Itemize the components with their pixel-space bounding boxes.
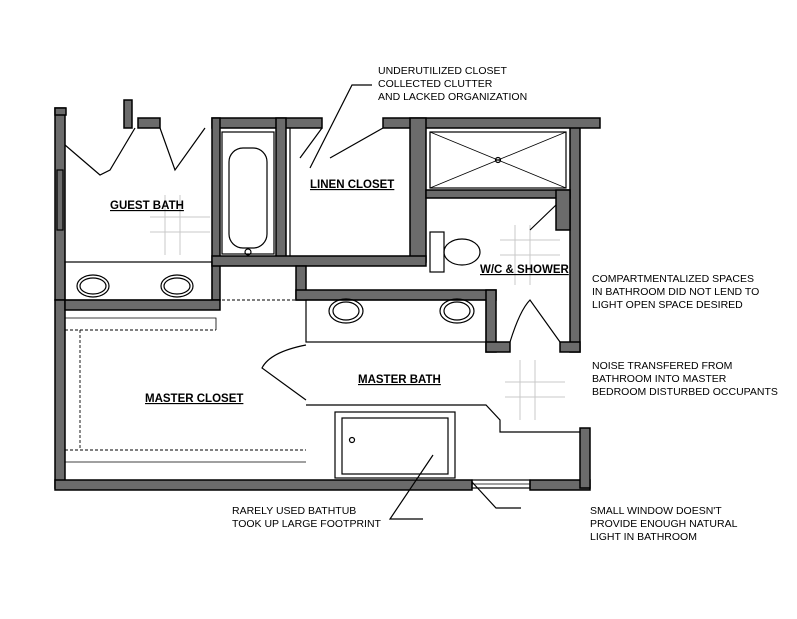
note-window-line-1: SMALL WINDOW DOESN'T [590,505,722,517]
note-compartment-line-1: COMPARTMENTALIZED SPACES [592,273,754,285]
note-window-line-2: PROVIDE ENOUGH NATURAL [590,518,738,530]
note-compartment-line-3: LIGHT OPEN SPACE DESIRED [592,299,743,311]
room-label-wc-shower: W/C & SHOWER [480,264,569,276]
note-closet-line-1: UNDERUTILIZED CLOSET [378,65,508,77]
annotation-leaders [309,84,521,520]
linen-closet-doors [289,127,384,256]
shower [429,131,567,273]
note-noise-line-3: BEDROOM DISTURBED OCCUPANTS [592,386,778,398]
note-compartment-line-2: IN BATHROOM DID NOT LEND TO [592,286,759,298]
note-bathtub-line-2: TOOK UP LARGE FOOTPRINT [232,518,382,530]
exterior-walls [54,99,601,491]
note-window-line-3: LIGHT IN BATHROOM [590,531,697,543]
room-label-linen-closet: LINEN CLOSET [310,179,394,191]
interior-walls [64,117,581,353]
note-noise-line-1: NOISE TRANSFERED FROM [592,360,732,372]
note-closet-line-3: AND LACKED ORGANIZATION [378,91,527,103]
annotation-notes: UNDERUTILIZED CLOSET COLLECTED CLUTTER A… [232,65,778,543]
master-bath-fixtures [261,298,580,479]
floor-tile-marks [150,195,565,420]
closet-rods [65,299,306,463]
tub-guest [221,131,275,256]
room-label-master-bath: MASTER BATH [358,374,441,386]
room-label-guest-bath: GUEST BATH [110,200,184,212]
window [471,479,531,489]
room-label-master-closet: MASTER CLOSET [145,393,243,405]
room-labels: GUEST BATH LINEN CLOSET W/C & SHOWER MAS… [110,179,569,405]
guest-bath-fixtures [56,127,213,301]
note-noise-line-2: BATHROOM INTO MASTER [592,373,727,385]
note-bathtub-line-1: RARELY USED BATHTUB [232,505,356,517]
note-closet-line-2: COLLECTED CLUTTER [378,78,493,90]
